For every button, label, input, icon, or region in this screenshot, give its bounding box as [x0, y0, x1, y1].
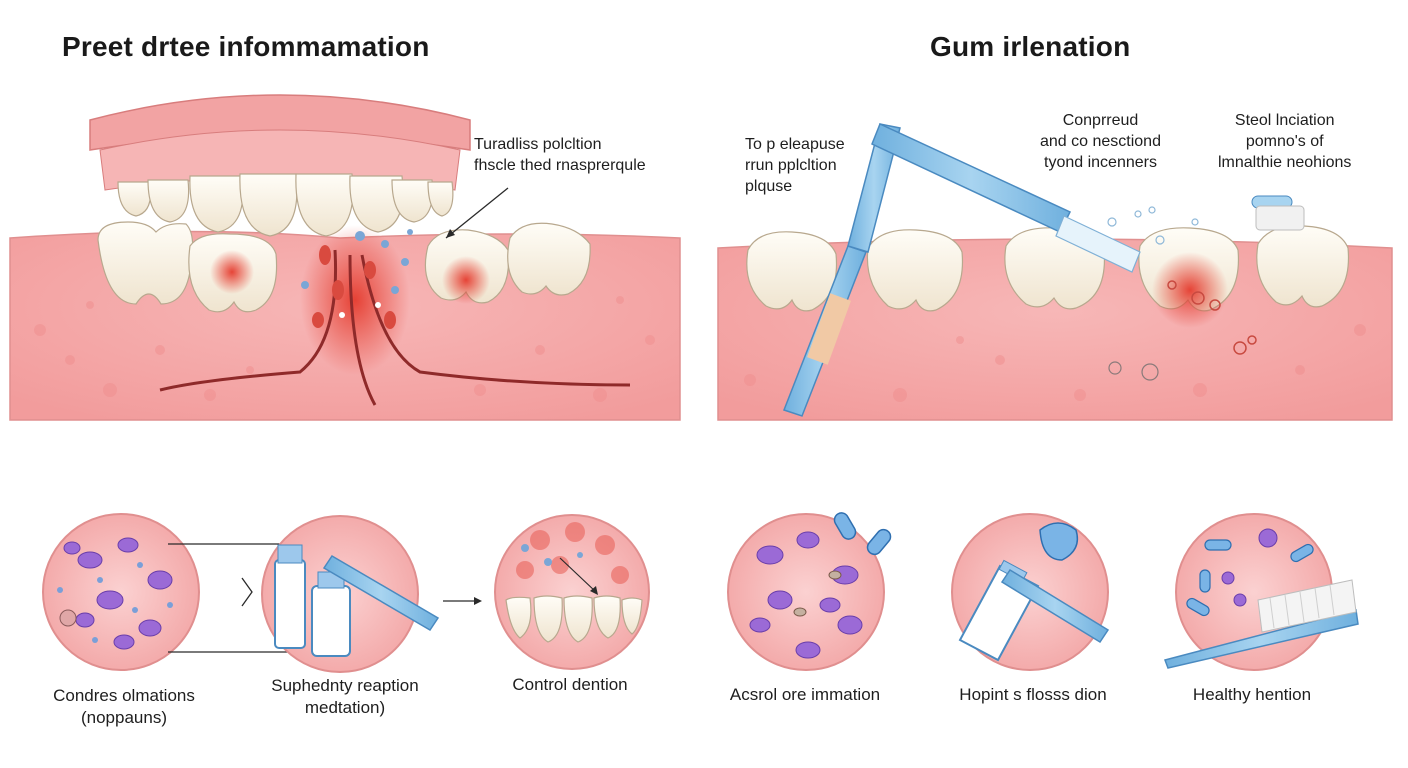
left-panel-title: Preet drtee infommamation — [62, 31, 430, 62]
toothbrush-head-icon — [1251, 195, 1305, 231]
caption-treatment: Suphednty reaption medtation) — [271, 676, 419, 717]
right-mid-label: Conprreud and co nesctiond tyond incenne… — [1040, 112, 1161, 171]
caption-healthy-hention: Healthy hention — [1192, 685, 1312, 704]
left-callout-label: Turadliss polcltion fhscle thed rnasprer… — [474, 136, 646, 174]
toothbrush-icon — [1164, 579, 1359, 669]
caption-acute-inflammation: Acsrol ore immation — [729, 685, 881, 704]
circle-healthy-hention — [1164, 513, 1359, 671]
caption-chronic-inflammation: Condres olmations (noppauns) — [53, 686, 195, 727]
circle-treatment-medication — [261, 515, 440, 673]
toothbrush-icon — [1000, 568, 1110, 644]
bacteria-icon — [833, 512, 892, 556]
bacteria-icon — [1039, 522, 1079, 561]
caption-flossing: Hopint s flosss dion — [959, 685, 1107, 704]
arrow-icon — [443, 597, 482, 605]
right-plaque-label: To p eleapuse rrun pplcltion plquse — [745, 136, 845, 195]
circle-chronic-inflammation — [42, 513, 200, 671]
right-far-label: Steol lnciation pomno's of lmnalthie neo… — [1218, 112, 1352, 171]
water-flosser-icon — [783, 122, 1199, 417]
right-gum-cross-section — [717, 122, 1393, 421]
toothbrush-icon — [322, 554, 440, 632]
medicine-bottle-icon — [274, 544, 351, 657]
circle-acute-inflammation — [727, 512, 892, 671]
circle-control-dention — [494, 514, 650, 670]
connector-lines — [168, 543, 298, 653]
caption-control-dention: Control dention — [512, 675, 628, 694]
left-gum-cross-section — [9, 94, 681, 421]
right-panel-title: Gum irlenation — [930, 31, 1131, 62]
circle-flossing — [951, 513, 1110, 671]
